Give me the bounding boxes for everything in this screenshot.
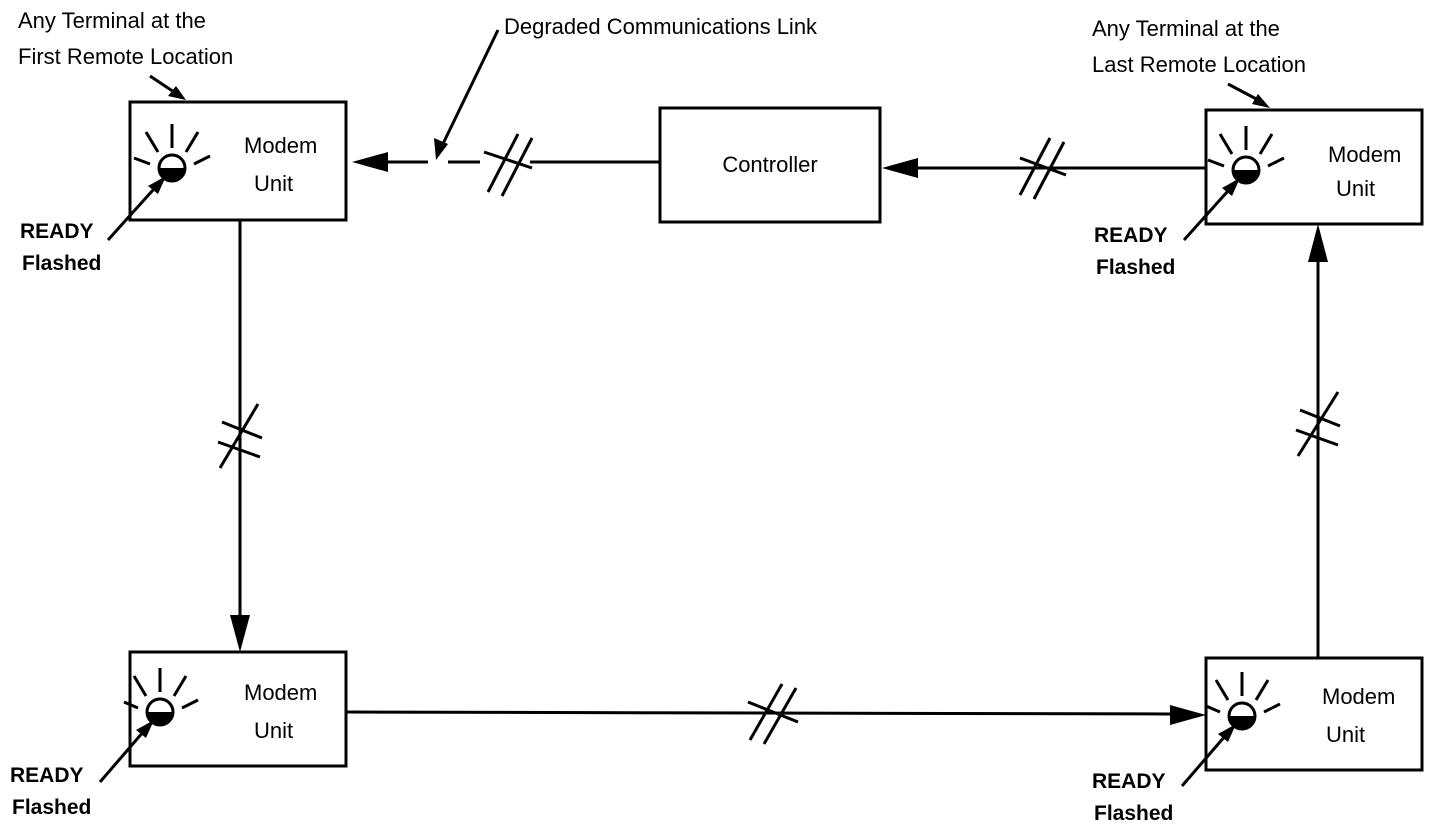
connection-lines — [230, 152, 1328, 725]
ready-status: READY — [10, 764, 84, 787]
modem-label-line2: Unit — [1336, 176, 1375, 201]
modem-lower-left: Modem Unit READY Flashed — [10, 650, 348, 819]
modem-label-line1: Modem — [244, 133, 317, 158]
ready-status: READY — [1094, 224, 1168, 247]
modem-label-line2: Unit — [254, 171, 293, 196]
controller-box — [658, 106, 882, 224]
ready-pointer-head — [1222, 178, 1240, 196]
arrow-into-first-modem — [352, 152, 388, 172]
modem-label-line2: Unit — [1326, 722, 1365, 747]
callout-first-terminal: Any Terminal at the First Remote Locatio… — [18, 8, 233, 100]
callout-degraded-label: Degraded Communications Link — [504, 14, 818, 39]
ready-status-note: Flashed — [1096, 256, 1175, 279]
modem-label-line1: Modem — [244, 680, 317, 705]
degraded-link-icon — [217, 403, 263, 469]
callout-last-line2: Last Remote Location — [1092, 52, 1306, 77]
ready-status-note: Flashed — [1094, 802, 1173, 825]
modem-label-line2: Unit — [254, 718, 293, 743]
arrow-into-controller — [882, 158, 918, 178]
modem-label-line1: Modem — [1328, 142, 1401, 167]
degraded-link-icon — [1018, 137, 1067, 200]
ready-status: READY — [20, 220, 94, 243]
callout-degraded-link: Degraded Communications Link — [434, 14, 818, 160]
ready-status-note: Flashed — [22, 252, 101, 275]
modem-last-remote: Modem Unit READY Flashed — [1094, 108, 1424, 279]
ready-light-icon — [123, 668, 199, 727]
degraded-link-icon — [747, 683, 799, 745]
degraded-link-icons — [217, 133, 1341, 745]
modem-first-remote: Modem Unit READY Flashed — [20, 100, 348, 275]
modem-lower-right: Modem Unit READY Flashed — [1092, 656, 1424, 825]
degraded-link-icon — [1295, 391, 1341, 457]
callout-last-leader-head — [1252, 94, 1270, 108]
callout-first-line1: Any Terminal at the — [18, 8, 206, 33]
controller: Controller — [658, 106, 882, 224]
degraded-link-icon — [483, 133, 534, 197]
ready-pointer-head — [148, 176, 166, 194]
controller-label: Controller — [722, 152, 817, 177]
arrow-into-last-modem — [1308, 224, 1328, 262]
callout-first-line2: First Remote Location — [18, 44, 233, 69]
callout-degraded-leader-head — [434, 138, 448, 160]
ready-pointer-head — [1218, 724, 1236, 742]
ready-status: READY — [1092, 770, 1166, 793]
ready-light-icon — [1205, 672, 1281, 731]
arrow-into-lower-right — [1170, 705, 1206, 725]
callout-last-terminal: Any Terminal at the Last Remote Location — [1092, 16, 1306, 108]
arrow-into-lower-left — [230, 615, 250, 652]
callout-first-leader-head — [168, 86, 186, 100]
ready-status-note: Flashed — [12, 796, 91, 819]
callout-last-line1: Any Terminal at the — [1092, 16, 1280, 41]
ready-light-icon — [133, 124, 211, 183]
ready-light-icon — [1207, 126, 1285, 185]
callout-degraded-leader — [438, 29, 500, 151]
modem-label-line1: Modem — [1322, 684, 1395, 709]
link-lower-left-to-lower-right — [345, 710, 1171, 716]
ready-pointer-head — [136, 720, 154, 738]
